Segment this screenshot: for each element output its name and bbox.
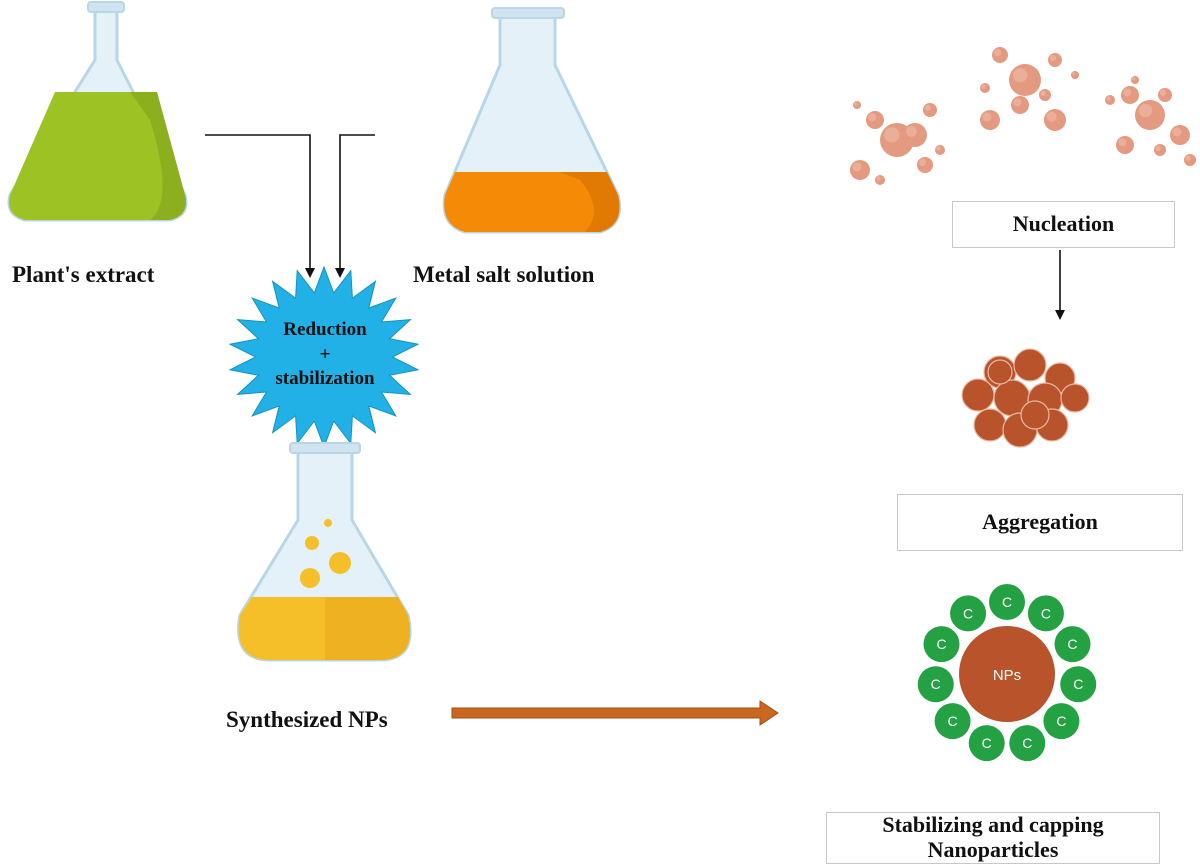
particle-highlight <box>884 127 900 143</box>
nucleation-particles-icon <box>850 47 1196 185</box>
particle-highlight <box>1013 68 1028 83</box>
particle-highlight <box>1118 138 1127 147</box>
particle-highlight <box>852 162 862 172</box>
aggregate-particle <box>1060 383 1090 413</box>
capping-agent <box>923 626 960 663</box>
capping-agent-label: C <box>1056 713 1066 729</box>
aggregate-particle <box>973 408 1007 442</box>
particle-highlight <box>1013 98 1022 107</box>
capping-agent-label: C <box>948 713 958 729</box>
aggregate-particle <box>987 359 1013 385</box>
capping-agent <box>1009 725 1046 762</box>
capping-agent-label: C <box>1022 735 1032 751</box>
synthesized-nps-flask-icon <box>237 442 412 662</box>
particle-highlight <box>868 113 877 122</box>
particle-highlight <box>982 112 992 122</box>
particle-highlight <box>1049 54 1057 62</box>
capping-agent-label: C <box>1073 676 1083 692</box>
aggregation-box: Aggregation <box>897 494 1183 551</box>
capping-label-line2: Nanoparticles <box>927 837 1059 862</box>
capping-agent-label: C <box>1002 594 1012 610</box>
particle-highlight <box>919 159 927 167</box>
capping-agent-label: C <box>936 636 946 652</box>
capping-agent-label: C <box>982 735 992 751</box>
aggregate-particle <box>1013 348 1047 382</box>
aggregate-cluster-icon <box>961 348 1090 448</box>
capping-agent <box>917 666 954 703</box>
particle-highlight <box>1132 77 1136 81</box>
capping-agent-label: C <box>1041 605 1051 621</box>
particle-highlight <box>876 176 881 181</box>
capping-label-line1: Stabilizing and capping <box>882 812 1104 838</box>
particle-highlight <box>981 84 986 89</box>
particle-highlight <box>994 49 1002 57</box>
synthesized-nps-label: Synthesized NPs <box>226 707 388 732</box>
plant-extract-flask-icon <box>7 1 188 222</box>
capping-agent <box>1054 626 1091 663</box>
particle-highlight <box>1159 89 1167 97</box>
aggregate-particle <box>1020 400 1050 430</box>
particle-highlight <box>854 102 858 106</box>
aggregate-particle <box>961 378 995 412</box>
particle-highlight <box>1172 127 1182 137</box>
particle-highlight <box>1106 96 1111 101</box>
capping-agent <box>989 584 1025 620</box>
metal-salt-label: Metal salt solution <box>413 262 595 287</box>
capping-box: Stabilizing and capping Nanoparticles <box>826 812 1160 864</box>
particle-highlight <box>1138 103 1153 118</box>
particle-highlight <box>936 146 941 151</box>
nucleation-label: Nucleation <box>1012 211 1115 237</box>
aggregation-label: Aggregation <box>982 509 1098 535</box>
connector-plant-to-reaction <box>205 134 315 278</box>
particle-highlight <box>1123 88 1132 97</box>
particle-highlight <box>924 104 932 112</box>
capping-agent-label: C <box>931 676 941 692</box>
particle-highlight <box>906 125 917 137</box>
orange-process-arrow <box>451 700 779 726</box>
stabilization-label: stabilization <box>275 368 375 390</box>
plant-extract-label: Plant's extract <box>12 262 155 287</box>
connector-metal-to-reaction <box>335 134 375 278</box>
capping-agent <box>934 703 971 740</box>
nps-core-label: NPs <box>993 667 1021 684</box>
reduction-label: Reduction <box>283 319 367 340</box>
capping-label: Stabilizing and capping Nanoparticles <box>882 813 1103 862</box>
starburst-text: Reduction + stabilization <box>240 318 410 392</box>
capping-agent-label: C <box>963 605 973 621</box>
capping-agent <box>950 595 987 632</box>
plus-label: + <box>319 343 331 365</box>
particle-highlight <box>1185 155 1191 161</box>
metal-salt-flask-icon <box>442 7 621 234</box>
particle-highlight <box>1072 72 1076 76</box>
particle-highlight <box>1046 111 1057 122</box>
particle-highlight <box>1040 90 1046 96</box>
capping-agent <box>1043 703 1080 740</box>
particle-highlight <box>1155 145 1161 151</box>
capping-agent-label: C <box>1067 636 1077 652</box>
capping-agent <box>1027 595 1064 632</box>
capping-agent <box>1060 666 1097 703</box>
nucleation-box: Nucleation <box>952 201 1175 248</box>
capping-agent <box>968 725 1005 762</box>
